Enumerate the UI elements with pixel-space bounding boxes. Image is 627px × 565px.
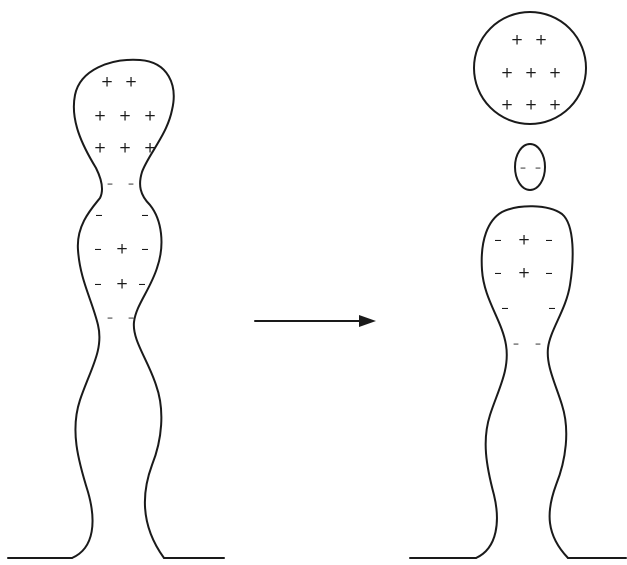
sign-minus: – xyxy=(513,337,519,351)
sign-plus: + xyxy=(119,107,132,125)
satellite-droplet xyxy=(514,143,546,191)
sign-minus: – xyxy=(128,311,134,325)
sign-minus: – xyxy=(494,231,502,249)
sign-plus: + xyxy=(144,139,157,157)
sign-plus: + xyxy=(525,96,538,114)
sign-plus: + xyxy=(518,264,531,282)
left-jet-outline xyxy=(71,58,175,559)
sign-plus: + xyxy=(511,31,524,49)
sign-minus: – xyxy=(501,299,509,317)
detached-drop xyxy=(473,11,587,125)
sign-plus: + xyxy=(116,275,129,293)
sign-plus: + xyxy=(535,31,548,49)
sign-plus: + xyxy=(549,96,562,114)
sign-minus: – xyxy=(128,177,134,191)
sign-plus: + xyxy=(94,139,107,157)
transition-arrow xyxy=(254,315,376,327)
sign-plus: + xyxy=(125,73,138,91)
sign-plus: + xyxy=(94,107,107,125)
sign-minus: – xyxy=(520,161,526,175)
sign-minus: – xyxy=(138,275,146,293)
sign-minus: – xyxy=(107,177,113,191)
sign-plus: + xyxy=(525,64,538,82)
sign-minus: – xyxy=(494,264,502,282)
sign-minus: – xyxy=(107,311,113,325)
arrow-head xyxy=(359,315,376,327)
sign-minus: – xyxy=(141,240,149,258)
sign-plus: + xyxy=(101,73,114,91)
sign-minus: – xyxy=(95,206,103,224)
sign-minus: – xyxy=(535,161,541,175)
sign-plus: + xyxy=(116,240,129,258)
sign-plus: + xyxy=(549,64,562,82)
sign-plus: + xyxy=(501,64,514,82)
sign-minus: – xyxy=(94,275,102,293)
sign-minus: – xyxy=(94,240,102,258)
right-jet-outline xyxy=(475,205,574,559)
left-jet: + + + + + + + + – – – – – + – – + – – – xyxy=(7,58,225,559)
sign-minus: – xyxy=(141,206,149,224)
sign-minus: – xyxy=(545,264,553,282)
sign-plus: + xyxy=(119,139,132,157)
sign-minus: – xyxy=(535,337,541,351)
right-jet: + + + + + + + + – – – + – – + – – – – – xyxy=(409,11,627,559)
sign-minus: – xyxy=(545,231,553,249)
sign-minus: – xyxy=(548,299,556,317)
sign-plus: + xyxy=(144,107,157,125)
sign-plus: + xyxy=(518,231,531,249)
sign-plus: + xyxy=(501,96,514,114)
